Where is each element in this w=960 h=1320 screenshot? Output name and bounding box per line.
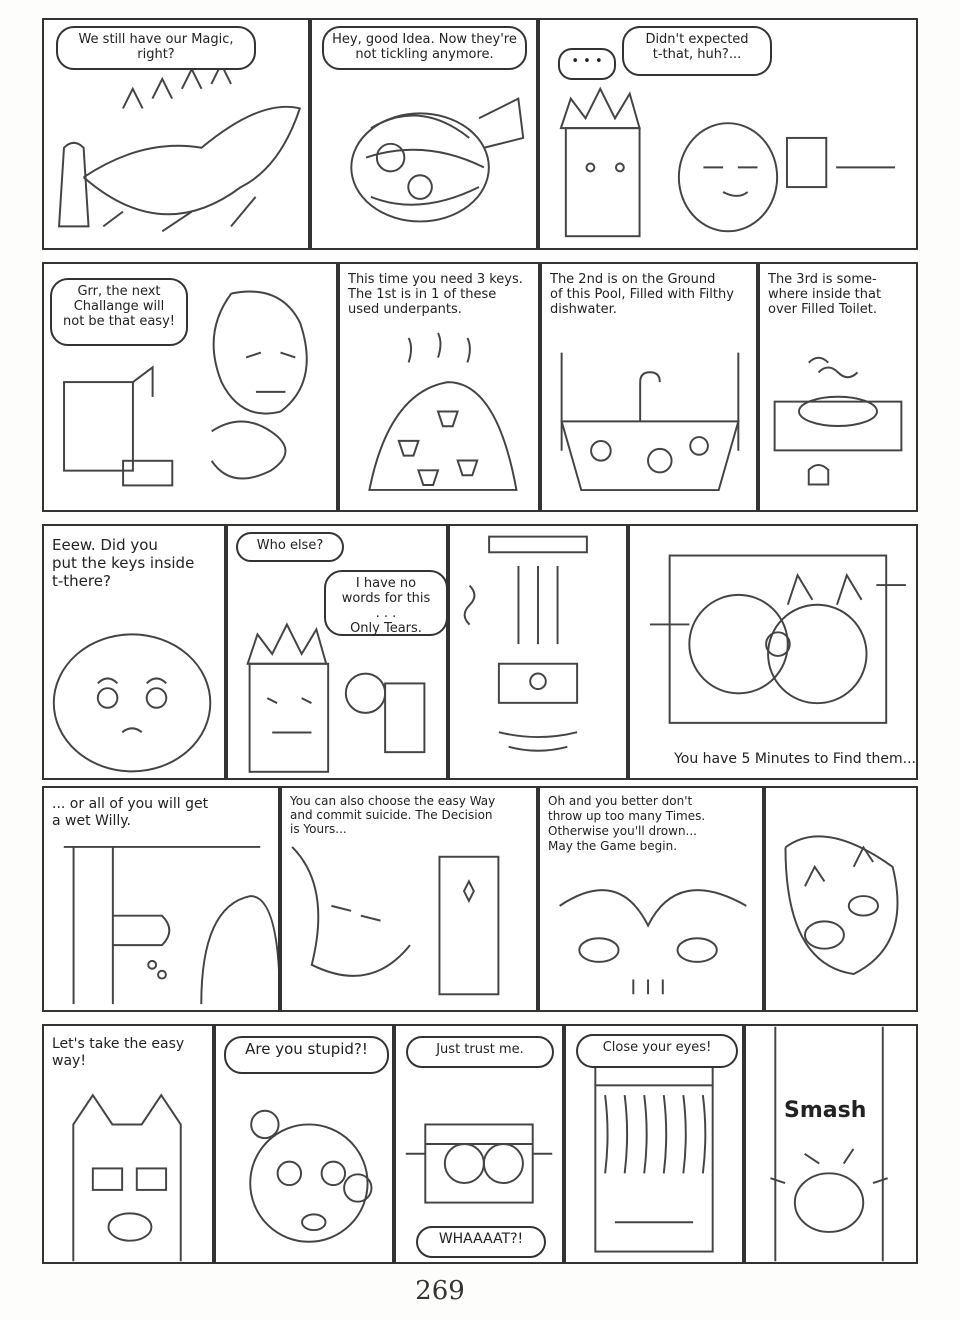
- wet-finger-drawing: [63, 845, 278, 1005]
- falling-cage-drawing: [463, 535, 588, 752]
- narration-caption: You have 5 Minutes to Find them...: [674, 751, 916, 767]
- underpants-pile-drawing: [368, 332, 518, 491]
- angry-eyes-closeup-drawing: [559, 889, 747, 995]
- panel-1-1: We still have our Magic, right?: [42, 18, 310, 250]
- speech-bubble: Just trust me.: [406, 1036, 554, 1068]
- speech-bubble: Close your eyes!: [576, 1034, 738, 1068]
- screaming-characters-drawing: [784, 835, 899, 976]
- panel-3-4: You have 5 Minutes to Find them...: [628, 524, 918, 780]
- toilet-smash-drawing: [770, 1026, 888, 1262]
- speech-text: ... or all of you will get a wet Willy.: [52, 796, 209, 829]
- angry-king-fire-drawing: [63, 290, 308, 487]
- panel-2-2: This time you need 3 keys. The 1st is in…: [338, 262, 540, 512]
- speech-bubble: WHAAAAT?!: [416, 1226, 546, 1258]
- panel-5-4: Close your eyes!: [564, 1024, 744, 1264]
- speech-bubble: • • •: [558, 48, 616, 80]
- cage-with-cats-drawing: [405, 1123, 553, 1204]
- panel-2-3: The 2nd is on the Ground of this Pool, F…: [540, 262, 758, 512]
- panel-4-4: [764, 786, 918, 1012]
- speech-bubble: We still have our Magic, right?: [56, 26, 256, 70]
- speech-bubble: Grr, the next Challange will not be that…: [50, 278, 188, 346]
- narration-caption: This time you need 3 keys. The 1st is in…: [348, 272, 523, 317]
- dirty-sink-drawing: [560, 352, 740, 492]
- panel-3-2: Who else? I have no words for this . . .…: [226, 524, 448, 780]
- sound-effect: Smash: [784, 1098, 867, 1123]
- panel-3-1: Eeew. Did you put the keys inside t-ther…: [42, 524, 226, 780]
- speech-text: Eeew. Did you put the keys inside t-ther…: [52, 536, 195, 590]
- shocked-bear-drawing: [249, 1109, 373, 1243]
- panel-3-3: [448, 524, 628, 780]
- speech-bubble: Hey, good Idea. Now they're not tickling…: [322, 26, 527, 70]
- narration-caption: The 3rd is some- where inside that over …: [768, 272, 882, 317]
- panel-5-5: Smash: [744, 1024, 918, 1264]
- worried-round-character-drawing: [52, 633, 212, 773]
- speech-bubble: Who else?: [236, 532, 344, 562]
- panel-4-2: You can also choose the easy Way and com…: [280, 786, 538, 1012]
- panel-1-3: • • • Didn't expected t-that, huh?...: [538, 18, 918, 250]
- speech-bubble: Didn't expected t-that, huh?...: [622, 26, 772, 76]
- speech-text: Let's take the easy way!: [52, 1036, 185, 1069]
- overflowing-toilet-drawing: [773, 356, 903, 486]
- page-number: 269: [415, 1276, 465, 1306]
- tied-characters-drawing: [350, 97, 525, 223]
- magic-blast-drawing: [58, 62, 302, 233]
- cats-in-cage-drawing: [649, 554, 906, 724]
- narration-caption: The 2nd is on the Ground of this Pool, F…: [550, 272, 734, 317]
- king-and-round-character-drawing: [559, 86, 896, 238]
- panel-5-2: Are you stupid?!: [214, 1024, 394, 1264]
- speech-bubble: Are you stupid?!: [224, 1036, 389, 1074]
- panel-4-1: ... or all of you will get a wet Willy.: [42, 786, 280, 1012]
- panel-5-1: Let's take the easy way!: [42, 1024, 214, 1264]
- panel-5-3: Just trust me. WHAAAAT?!: [394, 1024, 564, 1264]
- narration-caption: Oh and you better don't throw up too man…: [548, 794, 706, 853]
- panel-1-2: Hey, good Idea. Now they're not tickling…: [310, 18, 538, 250]
- cat-face-drawing: [72, 1093, 182, 1262]
- door-and-face-drawing: [291, 846, 500, 996]
- narration-caption: You can also choose the easy Way and com…: [290, 794, 496, 836]
- panel-2-1: Grr, the next Challange will not be that…: [42, 262, 338, 512]
- crying-king-drawing: [246, 622, 426, 773]
- panel-4-3: Oh and you better don't throw up too man…: [538, 786, 764, 1012]
- speech-bubble: I have no words for this . . . Only Tear…: [324, 570, 446, 636]
- panel-2-4: The 3rd is some- where inside that over …: [758, 262, 918, 512]
